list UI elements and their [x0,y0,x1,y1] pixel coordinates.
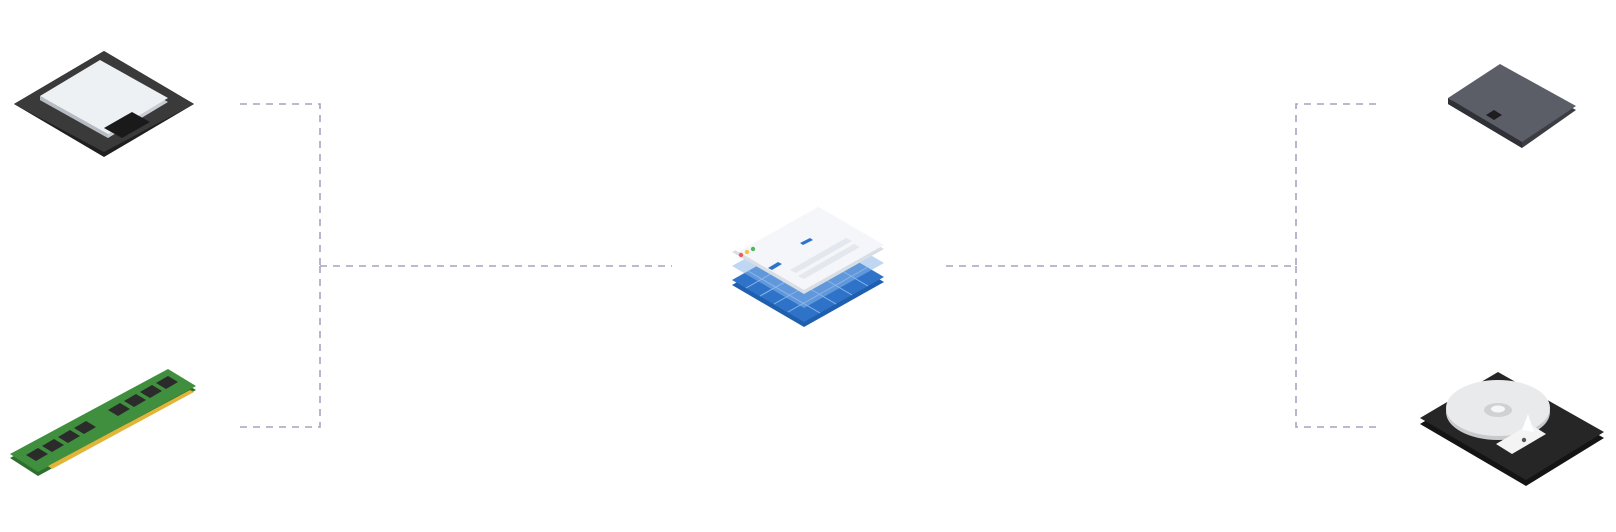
window-close-dot [738,252,744,258]
window-minimize-dot [744,249,750,255]
ram-chips [26,376,178,461]
connector-left-top [240,103,321,266]
connector-left-bottom [240,266,321,428]
app-window-stack-icon [732,203,884,327]
flash-memory-card-icon [14,51,194,157]
connector-right-top [1295,103,1376,266]
ram-module-icon [10,369,196,476]
connectors [240,103,1376,428]
window-maximize-dot [750,246,756,252]
ssd-drive-icon [1448,64,1576,148]
hard-disk-drive-icon [1420,372,1604,486]
connector-right-bottom [1295,266,1376,428]
